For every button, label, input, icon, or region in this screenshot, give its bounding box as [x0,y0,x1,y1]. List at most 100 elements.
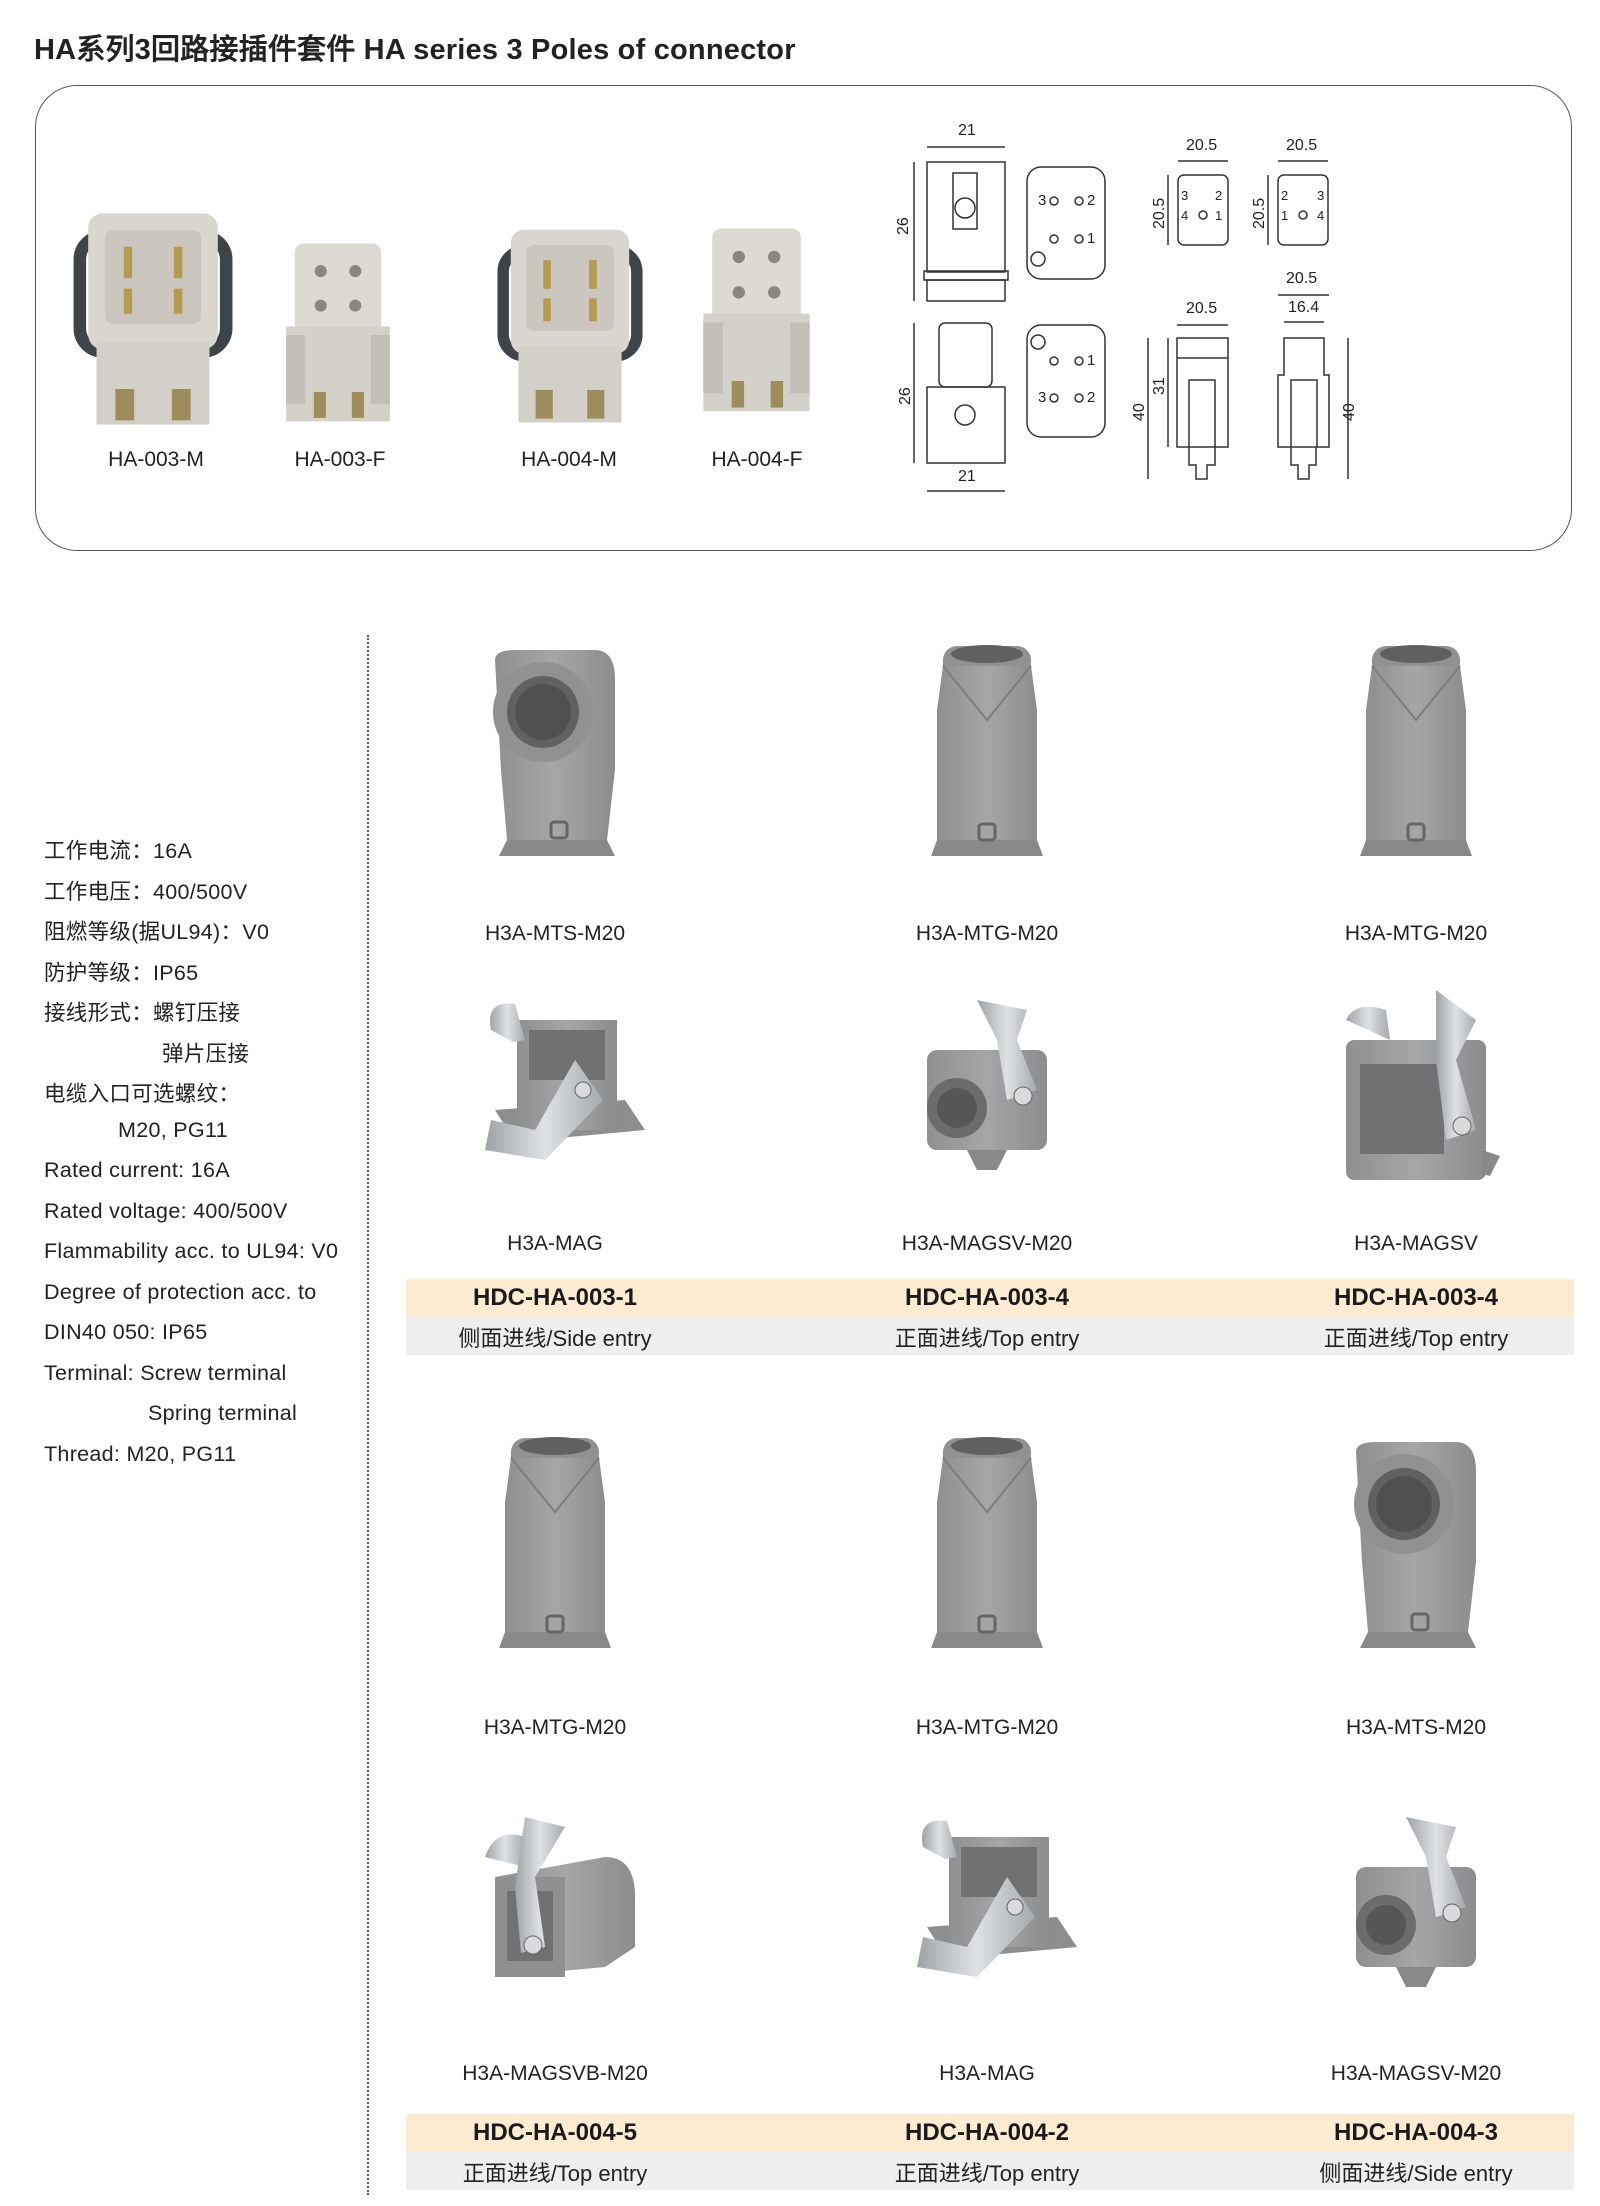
insert-photo-ha-004-m [484,222,656,432]
spec-line: Rated current: 16A [44,1158,230,1182]
base-label: H3A-MAG [939,2062,1035,2085]
svg-text:20.5: 20.5 [1286,270,1317,287]
hood-photo [857,1432,1117,1672]
base-photo [1286,980,1546,1220]
entry-type: 正面进线/Top entry [894,1326,1080,1351]
hood-label: H3A-MTG-M20 [915,1716,1059,1739]
insert-photo-ha-003-f [268,240,408,430]
section-divider [367,635,369,2195]
svg-text:1: 1 [1281,208,1288,223]
spec-line: 工作电流：16A [44,839,193,863]
insert-label: HA-003-F [294,448,386,471]
entry-type: 正面进线/Top entry [1323,1326,1509,1351]
svg-text:31: 31 [1151,377,1168,395]
base-photo [857,980,1117,1220]
svg-text:4: 4 [1317,208,1324,223]
spec-line: 防护等级：IP65 [44,960,199,985]
code-band [406,2114,1574,2152]
svg-text:2: 2 [1087,389,1095,406]
svg-text:2: 2 [1215,188,1222,203]
base-photo [425,1797,685,2037]
page-title: HA系列3回路接插件套件 HA series 3 Poles of connec… [34,34,796,66]
drawing-pinout-004-male: 20.5 20.5 3 2 4 1 [1151,137,1229,246]
ground-icon [1030,334,1046,350]
svg-text:21: 21 [958,468,976,485]
svg-text:3: 3 [1038,192,1046,209]
drawing-male-side: 21 26 [895,122,1009,302]
dimension-drawings: 21 26 21 26 3 2 1 1 3 2 20.5 20.5 3 2 4 … [895,122,1358,492]
hood-photo [857,640,1117,880]
base-photo [1286,1797,1546,2037]
code-band [406,1279,1574,1317]
hood-label: H3A-MTG-M20 [915,922,1059,945]
svg-text:20.5: 20.5 [1286,137,1317,154]
base-label: H3A-MAGSV-M20 [901,1232,1073,1255]
kit-code: HDC-HA-004-2 [904,2119,1070,2146]
ground-icon [1030,251,1046,267]
kit-code: HDC-HA-003-4 [904,1284,1070,1311]
spec-line: DIN40 050: IP65 [44,1320,208,1344]
spec-line: Thread: M20, PG11 [44,1441,237,1466]
insert-label: HA-004-M [521,448,617,471]
base-label: H3A-MAGSV [1354,1232,1478,1255]
spec-line: 工作电压：400/500V [44,879,248,904]
base-photo [857,1797,1117,2037]
base-label: H3A-MAG [507,1232,603,1255]
svg-text:3: 3 [1317,188,1324,203]
spec-line: 阻燃等级(据UL94)：V0 [44,920,270,944]
insert-photo-ha-004-f [684,225,829,420]
svg-text:20.5: 20.5 [1251,198,1268,229]
insert-label: HA-003-M [108,448,204,471]
svg-text:1: 1 [1087,352,1095,369]
drawing-hood-side-004-f: 20.5 16.4 40 [1277,270,1358,480]
hood-label: H3A-MTG-M20 [1344,922,1488,945]
svg-text:40: 40 [1131,403,1148,421]
svg-text:20.5: 20.5 [1186,137,1217,154]
spec-line: Rated voltage: 400/500V [44,1198,288,1223]
spec-line: Terminal: Screw terminal [44,1360,287,1385]
drawing-hood-side-004-m: 20.5 40 31 [1131,300,1229,480]
svg-text:21: 21 [958,122,976,139]
hood-photo [425,640,685,880]
insert-overview-panel [35,85,1572,551]
drawing-pinout-003-female: 1 3 2 [1026,324,1106,438]
svg-text:20.5: 20.5 [1186,300,1217,317]
spec-line: Spring terminal [148,1401,298,1425]
drawing-pinout-003-male: 3 2 1 [1026,166,1106,280]
drawing-pinout-004-female: 20.5 20.5 2 3 1 4 [1251,137,1329,246]
base-photo [425,980,685,1220]
svg-text:1: 1 [1087,230,1095,247]
hood-photo [1286,640,1546,880]
insert-label: HA-004-F [711,448,803,471]
hood-label: H3A-MTS-M20 [484,922,626,945]
svg-text:2: 2 [1281,188,1288,203]
hood-photo [1286,1432,1546,1672]
svg-text:3: 3 [1038,389,1046,406]
kit-code: HDC-HA-004-3 [1333,2119,1499,2146]
svg-text:2: 2 [1087,192,1095,209]
hood-label: H3A-MTS-M20 [1345,1716,1487,1739]
drawing-female-side: 21 26 [897,322,1006,492]
svg-text:40: 40 [1341,403,1358,421]
svg-text:26: 26 [897,387,914,405]
entry-type: 正面进线/Top entry [462,2161,648,2186]
hood-label: H3A-MTG-M20 [483,1716,627,1739]
base-label: H3A-MAGSVB-M20 [462,2062,648,2085]
kit-code: HDC-HA-004-5 [472,2119,638,2146]
insert-photo-ha-003-m [68,205,238,435]
hood-photo [425,1432,685,1672]
entry-type: 侧面进线/Side entry [458,1326,652,1351]
spec-line: Flammability acc. to UL94: V0 [44,1239,339,1263]
entry-type: 正面进线/Top entry [894,2161,1080,2186]
spec-line: 电缆入口可选螺纹： [44,1082,241,1106]
kit-code: HDC-HA-003-4 [1333,1284,1499,1311]
svg-text:3: 3 [1181,188,1188,203]
spec-line: Degree of protection acc. to [44,1279,317,1304]
spec-line: M20, PG11 [118,1117,228,1142]
spec-line: 接线形式：螺钉压接 [44,1001,241,1025]
spec-line: 弹片压接 [162,1041,250,1066]
kit-code: HDC-HA-003-1 [472,1284,638,1311]
entry-band [406,2152,1574,2190]
svg-text:20.5: 20.5 [1151,198,1168,229]
svg-text:4: 4 [1181,208,1188,223]
